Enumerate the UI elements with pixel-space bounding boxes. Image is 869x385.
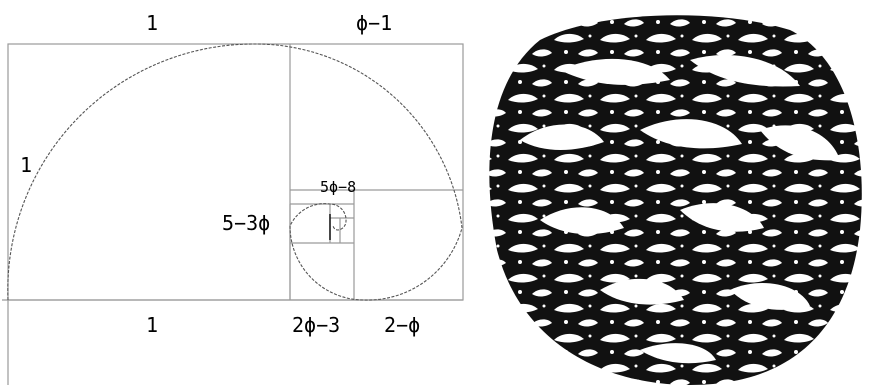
label-left-side: 1: [20, 153, 32, 177]
golden-rectangle-diagram: 1 ϕ−1 1 1 5ϕ−8 5−3ϕ 2ϕ−3 2−ϕ: [2, 11, 464, 385]
outer-rectangle: [7, 43, 464, 301]
label-top-left: 1: [146, 11, 158, 35]
label-bottom-right: 2−ϕ: [384, 313, 420, 337]
pine-cone-body: [489, 15, 862, 385]
pine-cone-photo: [489, 15, 862, 385]
rectangle-frame: [2, 43, 464, 385]
label-inner-top: 5ϕ−8: [320, 178, 356, 196]
golden-spiral: [7, 43, 463, 301]
label-inner-left: 5−3ϕ: [222, 211, 270, 235]
pine-cone-highlights: [520, 55, 840, 364]
label-top-right: ϕ−1: [356, 11, 392, 35]
label-bottom-left: 1: [146, 313, 158, 337]
label-bottom-mid: 2ϕ−3: [292, 313, 340, 337]
